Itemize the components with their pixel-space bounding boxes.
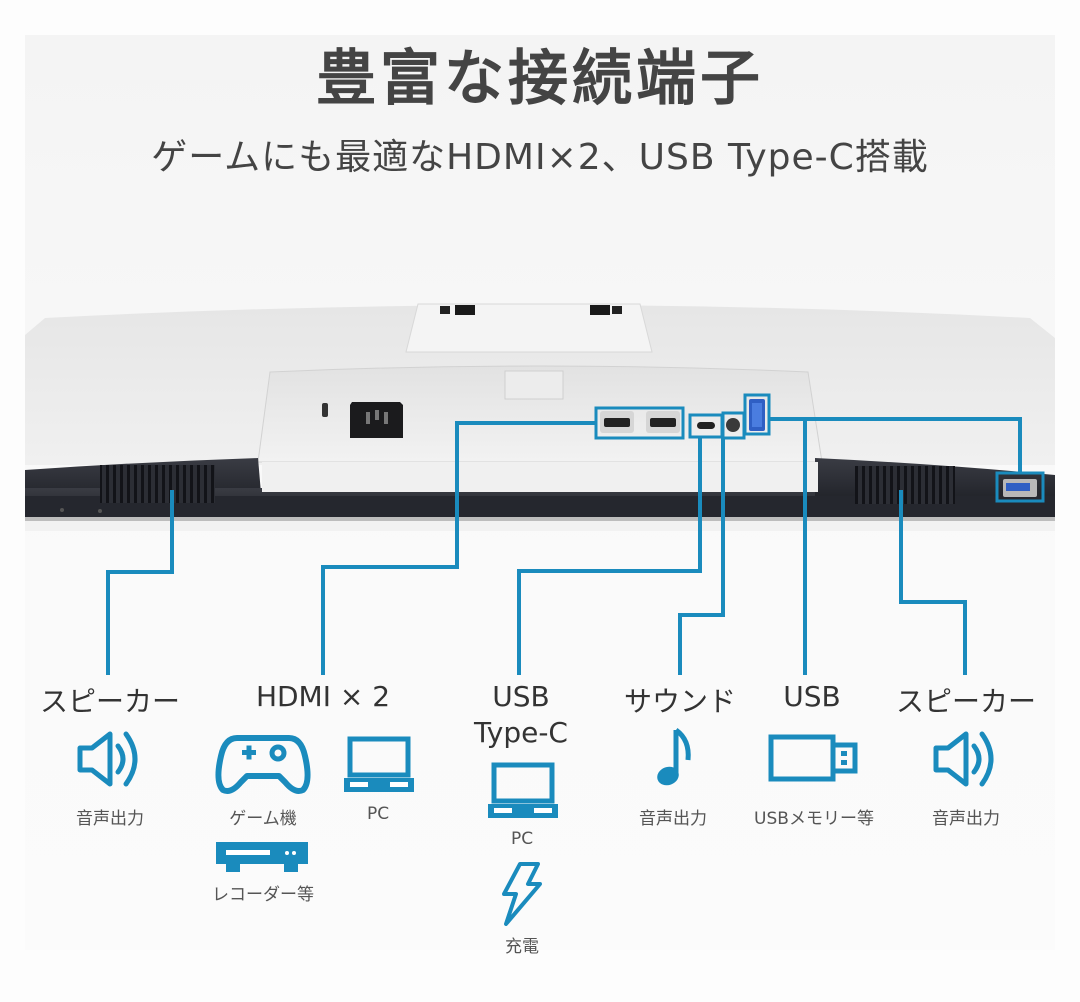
caption-speaker-right: 音声出力: [932, 809, 1000, 829]
recorder-icon: [216, 842, 308, 872]
connector-lines: [106, 393, 1045, 675]
left-speaker-grille: [100, 465, 215, 503]
page-title: 豊富な接続端子: [316, 44, 764, 114]
usb-stick-icon: [768, 734, 858, 782]
music-note-icon: [657, 727, 691, 786]
label-usbc-line1: USB: [492, 680, 550, 713]
laptop-icon: [344, 736, 414, 792]
label-usb: USB: [783, 680, 841, 713]
caption-charge: 充電: [505, 937, 539, 957]
label-hdmi: HDMI × 2: [255, 680, 391, 713]
speaker-icon: [933, 731, 994, 787]
caption-speaker-left: 音声出力: [76, 809, 144, 829]
label-sound: サウンド: [623, 685, 737, 718]
right-speaker-grille: [855, 466, 955, 504]
caption-recorder: レコーダー等: [212, 885, 314, 905]
caption-pc-hdmi: PC: [366, 804, 390, 824]
caption-game: ゲーム機: [229, 809, 297, 829]
monitor-bezel: [25, 458, 1055, 531]
monitor-shell: [25, 303, 1055, 465]
caption-usb: USBメモリー等: [754, 809, 874, 829]
page-subtitle: ゲームにも最適なHDMI×2、USB Type-C搭載: [151, 137, 929, 178]
laptop-icon: [488, 762, 558, 818]
label-speaker-right: スピーカー: [895, 685, 1037, 718]
lightning-icon: [502, 862, 542, 926]
caption-sound: 音声出力: [639, 809, 707, 829]
speaker-icon: [77, 731, 138, 787]
label-speaker-left: スピーカー: [39, 685, 181, 718]
label-usbc-line2: Type-C: [474, 716, 568, 749]
gamepad-icon: [215, 735, 311, 794]
caption-pc-usbc: PC: [510, 829, 534, 849]
